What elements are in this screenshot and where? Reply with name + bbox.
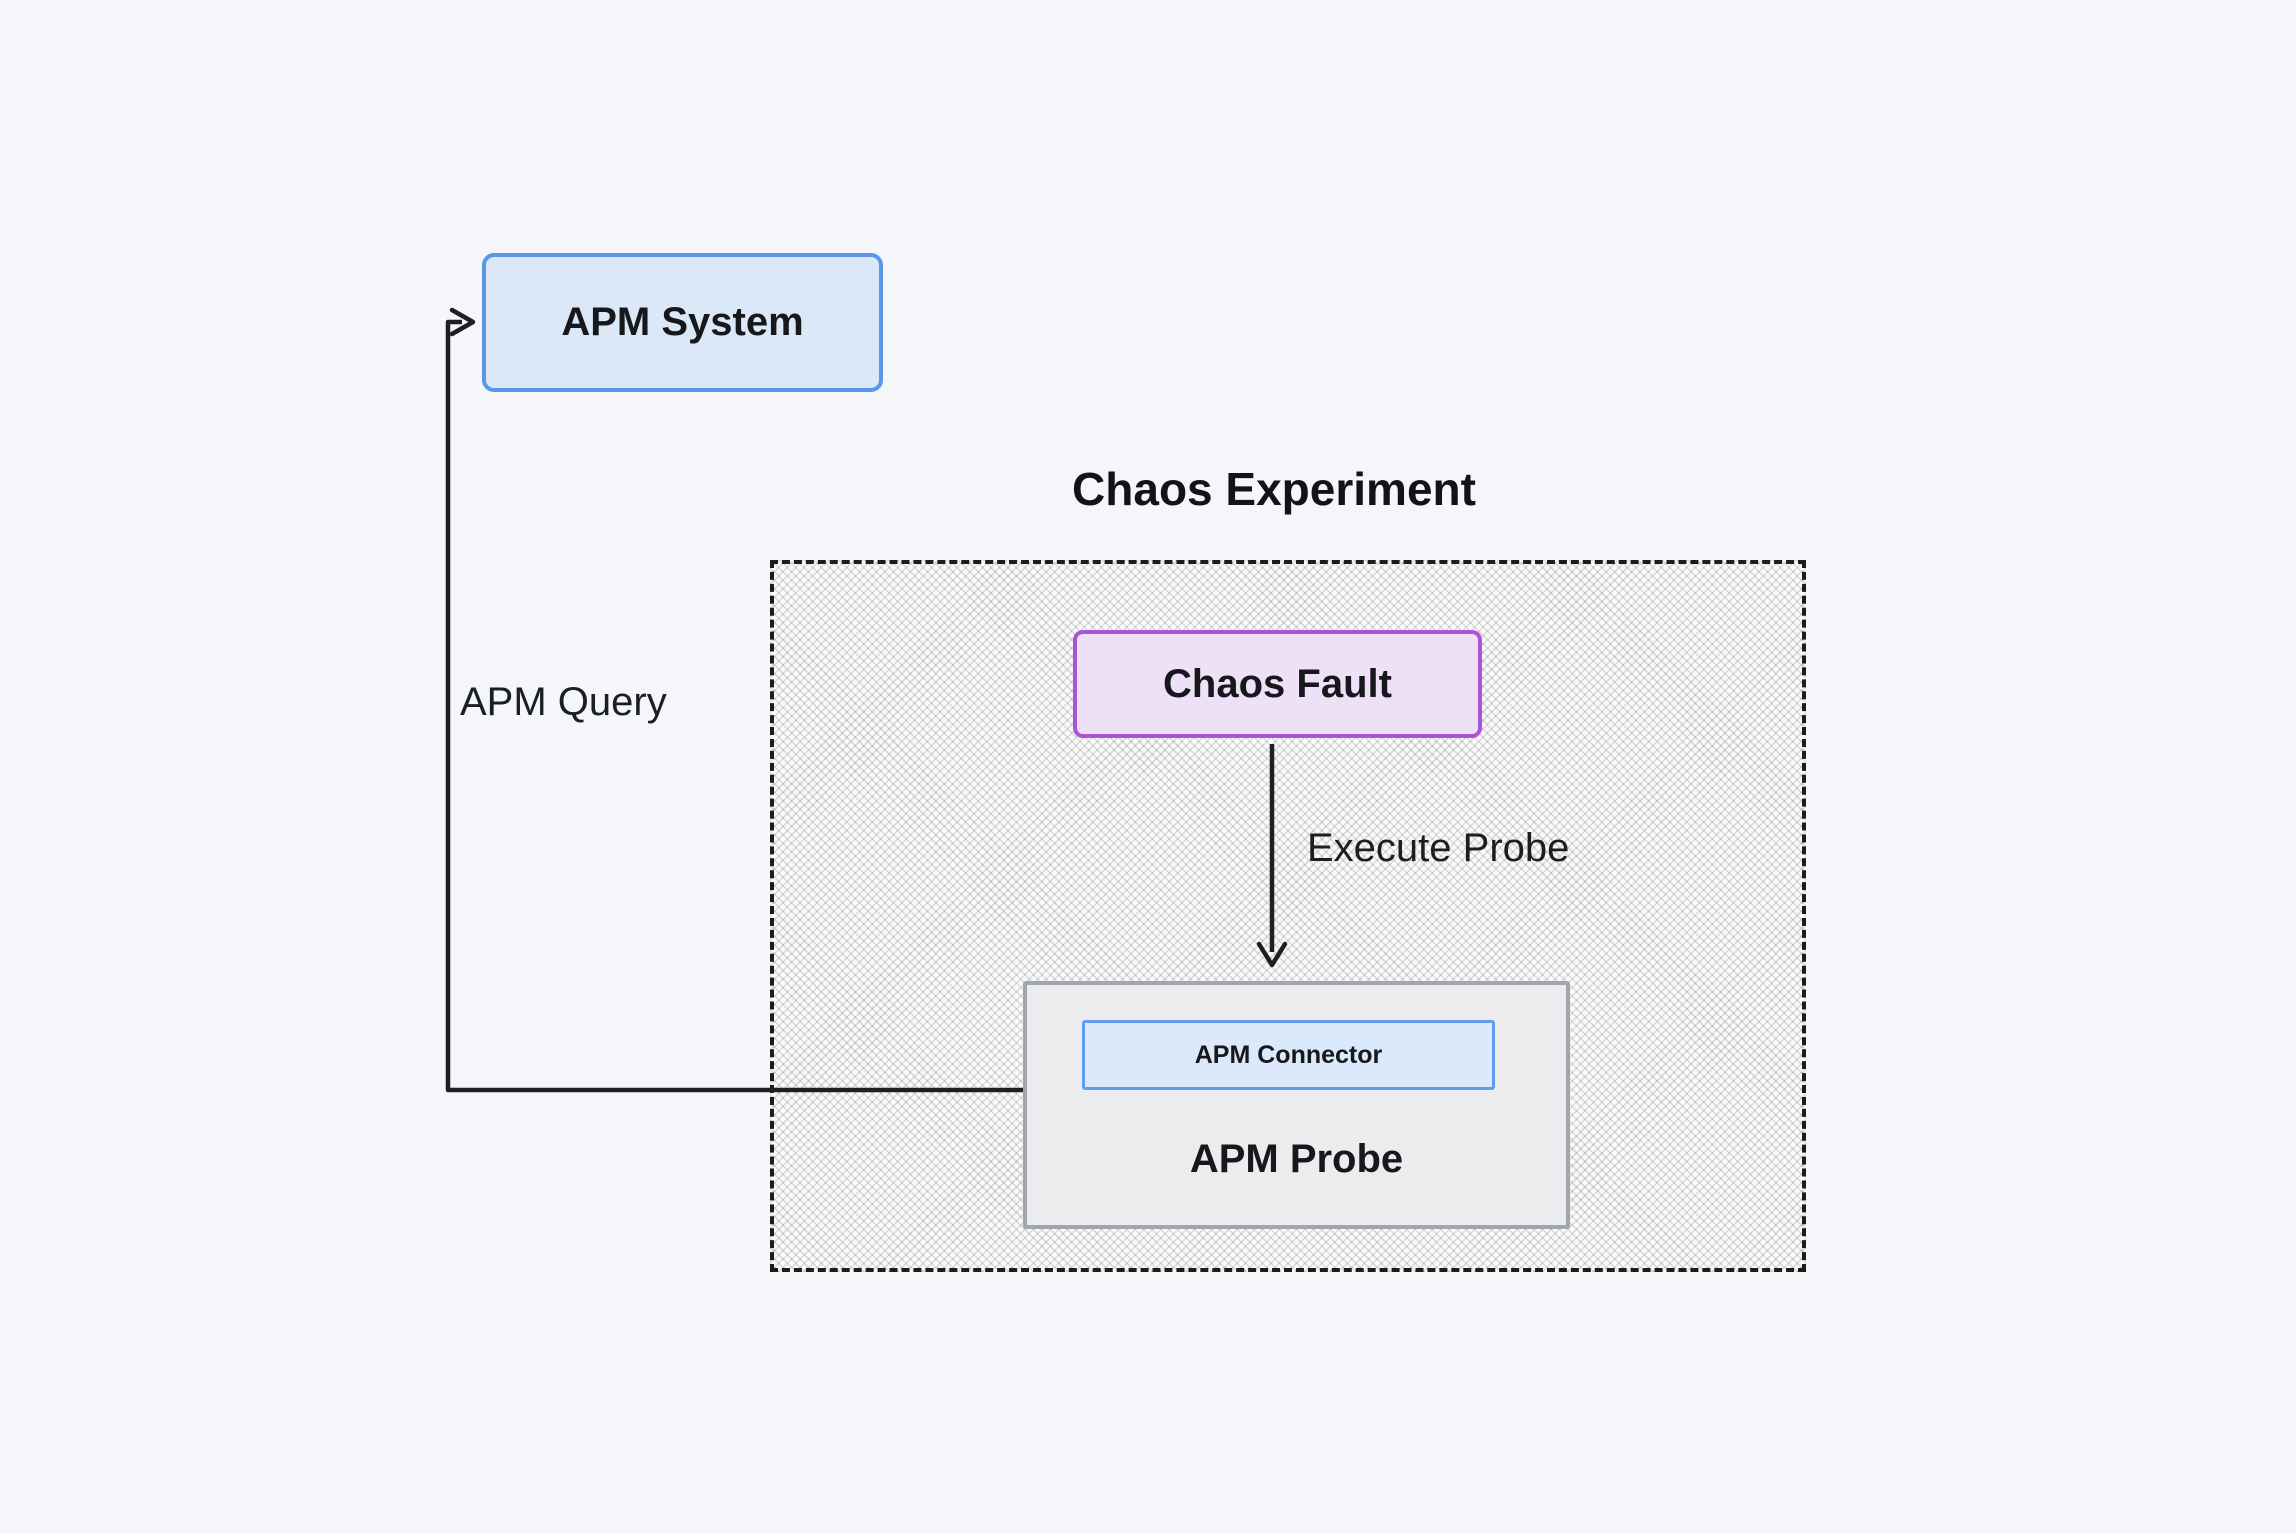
node-apm-system: APM System: [482, 253, 883, 392]
edge-label-apm-query: APM Query: [460, 680, 667, 724]
chaos-experiment-title: Chaos Experiment: [1072, 463, 1476, 515]
node-chaos-fault: Chaos Fault: [1073, 630, 1482, 738]
apm-connector-label: APM Connector: [1194, 1040, 1383, 1069]
edge-label-execute-probe: Execute Probe: [1307, 826, 1570, 870]
apm-query-arrowhead-icon: [449, 307, 476, 337]
node-apm-probe: APM Connector APM Probe: [1023, 981, 1570, 1229]
apm-system-label: APM System: [561, 300, 804, 344]
apm-probe-label: APM Probe: [1189, 1137, 1404, 1181]
chaos-fault-label: Chaos Fault: [1163, 661, 1392, 706]
node-apm-connector: APM Connector: [1082, 1020, 1495, 1090]
